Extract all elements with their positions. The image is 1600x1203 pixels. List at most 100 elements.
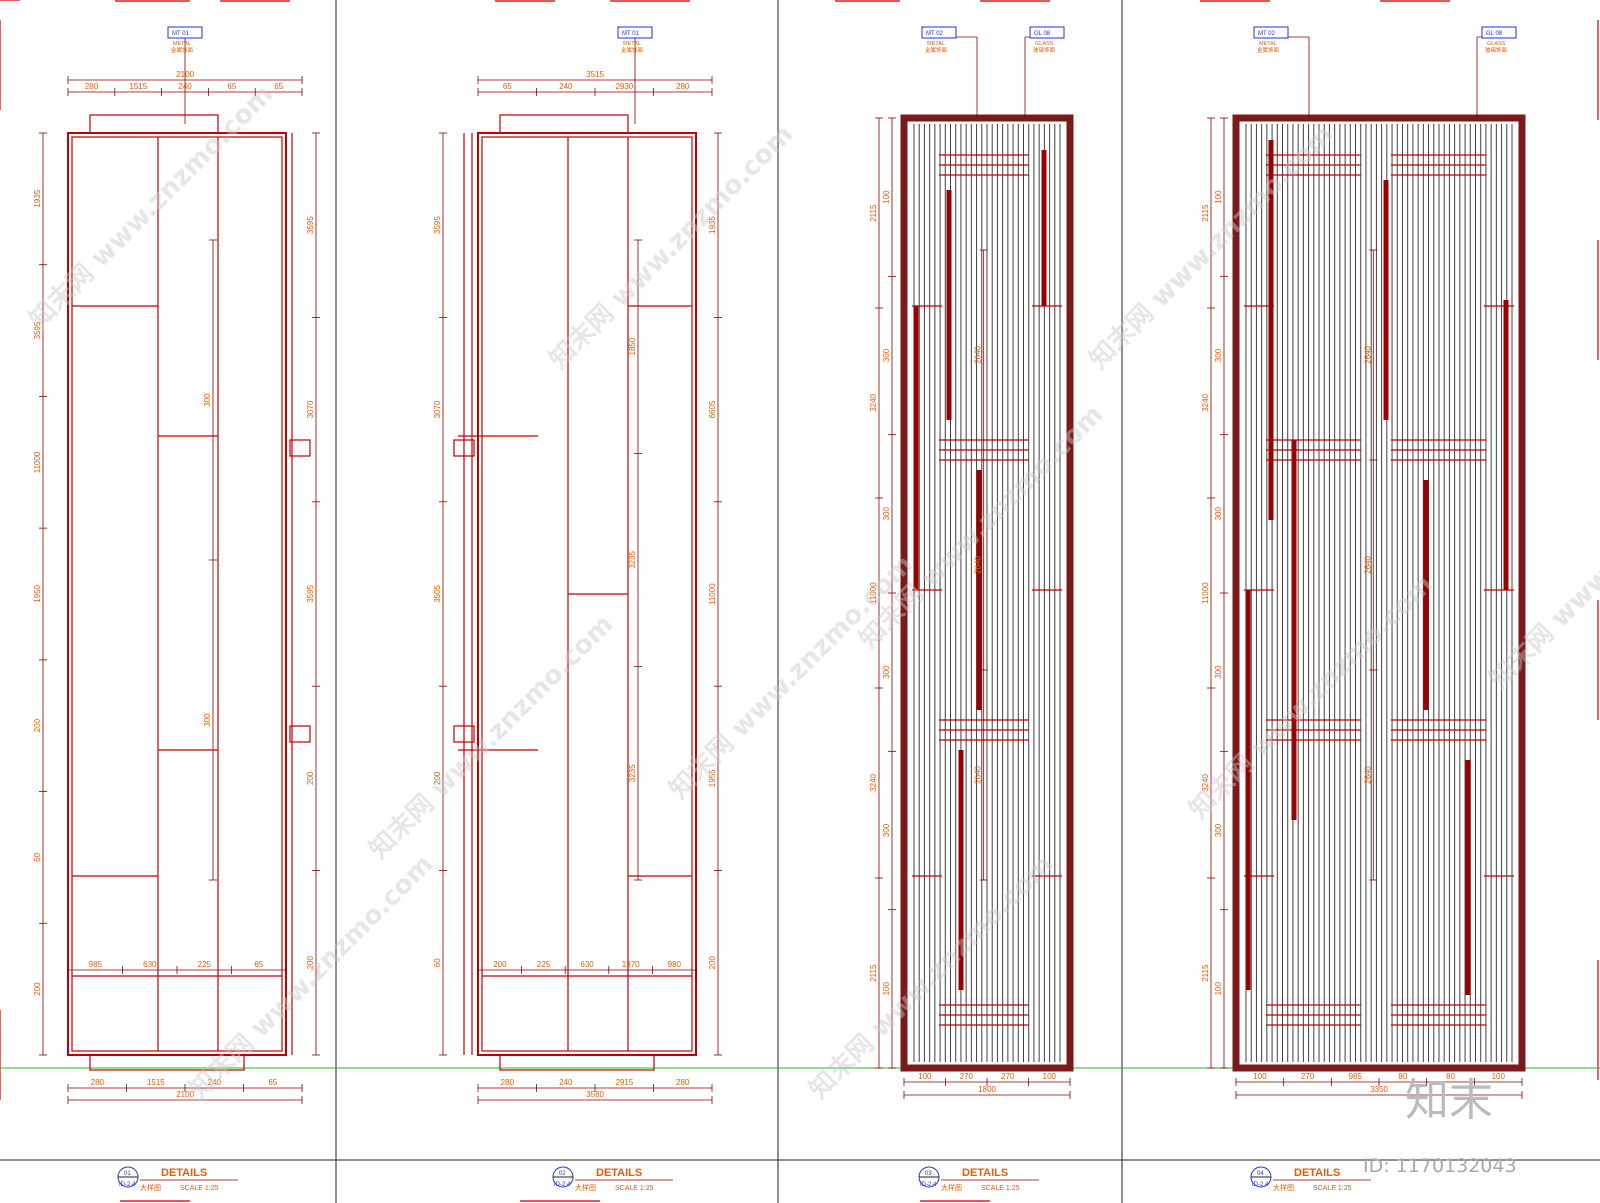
dimension-label: 65 [227,82,236,91]
material-name-cn: 玻璃饰面 [1033,46,1056,54]
dimension-label: 200 [433,771,442,785]
material-tag [921,26,957,39]
dimension-label: 11000 [708,583,717,605]
material-name: METAL [173,41,191,47]
dimension-label: 225 [198,960,212,969]
top-cap [499,114,629,134]
dimension-label: 2640 [974,555,983,573]
dimension-label: 200 [493,960,507,969]
dimension-label: 100 [918,1072,932,1081]
material-tag [1029,26,1065,39]
detail-number: 01 [124,1171,131,1177]
detail-subtitle: 大样图 [941,1183,962,1192]
dimension-label: 980 [668,960,682,969]
dimension-label: 2640 [1363,555,1372,573]
dimension-label: 3595 [33,321,42,339]
dimension-label: 3240 [869,773,878,791]
dimension-label: 65 [254,960,263,969]
dimension-label: 985 [1349,1072,1363,1081]
material-tag [617,26,653,39]
dimension-label: 2640 [1363,765,1372,783]
detail-title: DETAILS [161,1167,207,1179]
detail-subtitle: 大样图 [575,1183,596,1192]
dimension-label: 270 [960,1072,974,1081]
dimension-label: 2115 [869,204,878,222]
dimension-label: 1950 [33,584,42,602]
dimension-label: 300 [1214,348,1223,362]
dimension-label: 100 [1253,1072,1267,1081]
material-name: METAL [927,41,945,47]
dimension-label: 630 [580,960,594,969]
dimension-label: 65 [503,82,512,91]
dimension-label: 3240 [1201,773,1210,791]
detail-title: DETAILS [1294,1167,1340,1179]
dimension-label: 100 [882,190,891,204]
dimension-label: 3235 [628,550,637,568]
dimension-label: 100 [1214,190,1223,204]
watermark-text: 知末网 www.znzmo.com [1184,569,1439,824]
dimension-label: 2115 [869,964,878,982]
watermark-text: 知末网 www.znzmo.com [544,119,799,374]
material-code: MT 02 [926,31,944,37]
dimension-label: 200 [33,718,42,732]
dimension-label: 630 [143,960,157,969]
material-tag [1481,26,1517,39]
dimension-label: 100 [882,982,891,996]
detail-subtitle: 大样图 [1273,1183,1294,1192]
material-name-cn: 金属饰面 [925,46,948,54]
dimension-label: 3595 [433,216,442,234]
hatched-frame [900,114,1074,1072]
dimension-label: 270 [1301,1072,1315,1081]
id-label: ID: 1170132043 [1363,1155,1517,1177]
dimension-label: 11000 [869,582,878,604]
dimension-label: 225 [537,960,551,969]
dimension-label: 300 [882,823,891,837]
brand-watermark: 知末 [1405,1075,1493,1126]
dimension-label: 2115 [1201,964,1210,982]
material-name: GLASS [1487,41,1506,47]
dimension-label: 1935 [33,189,42,207]
dimension-label: 300 [1214,823,1223,837]
dimension-label: 1515 [129,82,147,91]
dimension-label: 1935 [708,216,717,234]
detail-scale: SCALE 1:25 [180,1185,219,1192]
sheet-reference: ID-2.4 [1252,1182,1269,1188]
detail-scale: SCALE 1:25 [615,1185,654,1192]
dimension-label: 300 [1214,665,1223,679]
watermark-text: 知末网 www.znzmo.com [24,79,279,334]
handle-block [289,725,311,743]
material-name: METAL [1259,41,1277,47]
hatched-frame [1232,114,1526,1072]
watermark-layer: 知末网 www.znzmo.com 知末网 www.znzmo.com 知末网 ww… [24,79,1600,1104]
dimension-label: 1800 [978,1085,996,1094]
dimension-label: 280 [85,82,99,91]
dimension-label: 65 [274,82,283,91]
dimension-label: 270 [1001,1072,1015,1081]
plinth [89,1054,245,1071]
dimension-label: 2640 [1363,345,1372,363]
dimension-label: 240 [559,1078,573,1087]
sheet-reference: ID-2.4 [119,1182,136,1188]
dimension-label: 240 [208,1078,222,1087]
dimension-label: 1370 [622,960,640,969]
handle-block [289,439,311,457]
dimension-label: 200 [33,982,42,996]
dimension-label: 60 [433,958,442,967]
dimension-label: 3070 [306,400,315,418]
dimension-label: 2930 [615,82,633,91]
dimension-label: 280 [676,1078,690,1087]
dimension-label: 2915 [615,1078,633,1087]
material-code: MT 01 [172,31,190,37]
material-name-cn: 金属饰面 [1257,46,1280,54]
dimension-label: 3515 [586,70,604,79]
dimension-label: 1850 [628,337,637,355]
dimension-label: 240 [178,82,192,91]
dimension-label: 240 [559,82,573,91]
dimension-label: 3595 [306,584,315,602]
dimension-label: 300 [882,665,891,679]
dimension-label: 280 [91,1078,105,1087]
dimension-label: 3505 [433,584,442,602]
